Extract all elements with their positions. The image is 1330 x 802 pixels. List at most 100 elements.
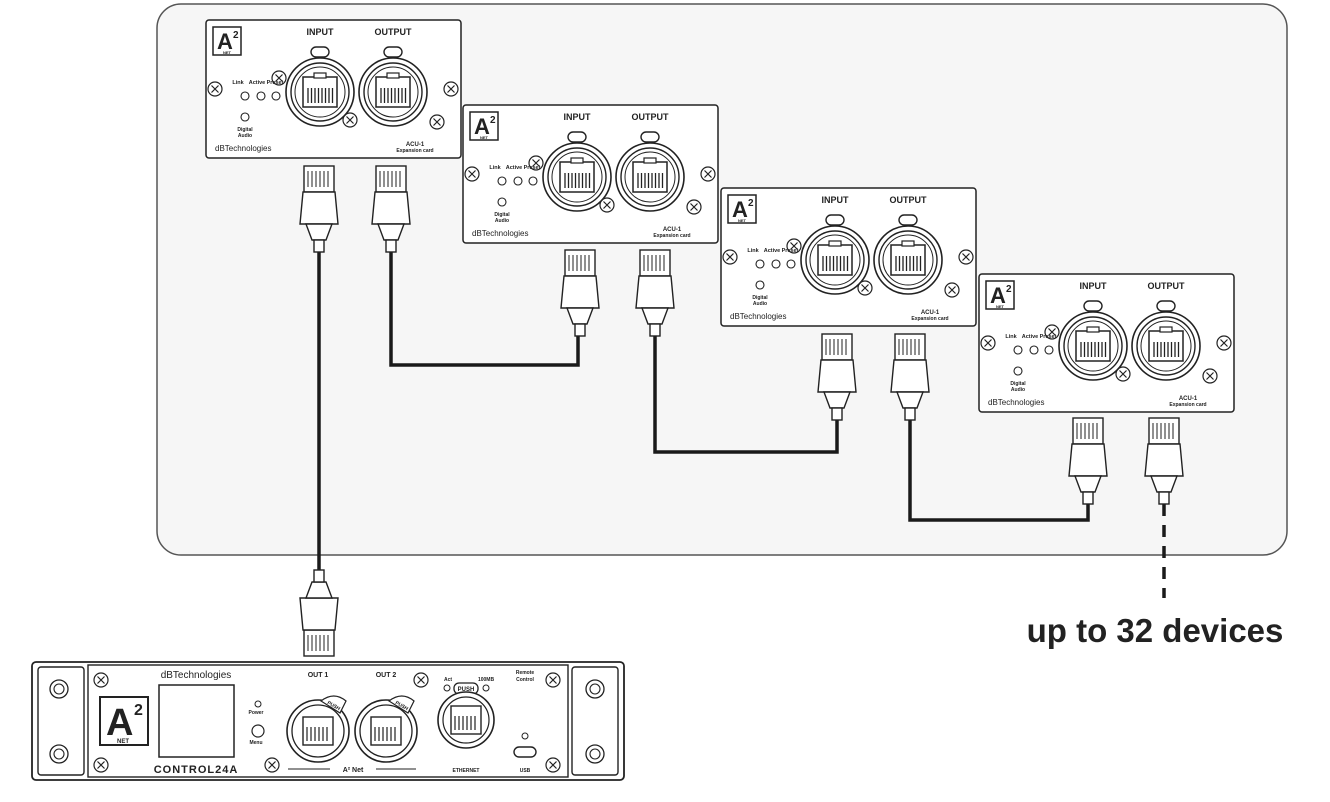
screw-icon — [429, 114, 445, 130]
led-preset — [1044, 345, 1054, 355]
audio-label: Audio — [753, 301, 767, 307]
audio-label: Audio — [238, 133, 252, 139]
power-led — [254, 700, 262, 708]
model-sub-label: Expansion card — [396, 148, 433, 154]
display-screen — [158, 684, 235, 758]
out2-connector[interactable]: PUSH — [354, 695, 418, 763]
menu-button[interactable] — [251, 724, 265, 738]
model-sub-label: Expansion card — [653, 233, 690, 239]
output-label: OUTPUT — [1148, 281, 1186, 291]
control-label: Control — [516, 677, 534, 683]
expansion-card-1: A 2 NET INPUT OUTPUT Link Active Preset — [205, 19, 462, 159]
speed-label: 100MB — [478, 677, 495, 683]
rj45-plug-icon — [371, 165, 411, 253]
a2-net-logo: A 2 NET — [727, 194, 757, 224]
led-label-active: Active — [1022, 334, 1039, 340]
speed-led — [482, 684, 490, 692]
led-label-link: Link — [1005, 334, 1017, 340]
screw-icon — [1115, 366, 1131, 382]
digital-label: Digital — [1010, 381, 1026, 387]
screw-icon — [93, 757, 109, 773]
output-connector — [873, 214, 943, 295]
led-active — [771, 259, 781, 269]
svg-text:2: 2 — [134, 702, 143, 719]
model-sub-label: Expansion card — [911, 316, 948, 322]
led-active — [1029, 345, 1039, 355]
led-preset — [528, 176, 538, 186]
screw-icon — [1044, 324, 1060, 340]
svg-text:PUSH: PUSH — [458, 687, 475, 693]
audio-label: Audio — [1011, 387, 1025, 393]
svg-text:NET: NET — [738, 218, 747, 223]
expansion-card-2: A 2 NET INPUT OUTPUT Link Active Preset — [462, 104, 719, 244]
rj45-plug-icon — [560, 249, 600, 337]
ethernet-connector[interactable]: PUSH — [437, 682, 495, 749]
screw-icon — [271, 70, 287, 86]
out2-label: OUT 2 — [376, 672, 397, 679]
led-label-active: Active — [249, 80, 266, 86]
out1-connector[interactable]: PUSH — [286, 695, 350, 763]
act-label: Act — [444, 677, 452, 683]
cable-card-2-to-card-3 — [653, 335, 839, 454]
screw-icon — [464, 166, 480, 182]
screw-icon — [545, 757, 561, 773]
screw-icon — [686, 199, 702, 215]
svg-text:NET: NET — [117, 739, 129, 745]
usb-port[interactable] — [513, 746, 537, 758]
svg-text:A: A — [732, 197, 748, 222]
input-label: INPUT — [1080, 281, 1108, 291]
output-label: OUTPUT — [375, 27, 413, 37]
brand-label: dBTechnologies — [472, 229, 528, 238]
screw-icon — [980, 335, 996, 351]
led-preset — [786, 259, 796, 269]
screw-icon — [413, 672, 429, 688]
led-label-active: Active — [764, 248, 781, 254]
input-connector — [800, 214, 870, 295]
model-sub-label: Expansion card — [1169, 402, 1206, 408]
model-label: ACU-1 — [663, 227, 682, 233]
digital-label: Digital — [494, 212, 510, 218]
rack-ear-right — [571, 666, 619, 776]
svg-text:NET: NET — [223, 50, 232, 55]
output-connector — [615, 131, 685, 212]
screw-icon — [264, 757, 280, 773]
input-label: INPUT — [564, 112, 592, 122]
digital-label: Digital — [752, 295, 768, 301]
cable-card-1-to-card-2 — [389, 250, 580, 367]
rack-hole-icon — [585, 679, 605, 699]
rj45-plug-icon — [299, 569, 339, 657]
led-digital-audio — [240, 112, 250, 122]
svg-text:A: A — [474, 114, 490, 139]
screw-icon — [786, 238, 802, 254]
led-link — [240, 91, 250, 101]
model-label: ACU-1 — [406, 142, 425, 148]
svg-text:NET: NET — [480, 135, 489, 140]
led-label-preset: Preset — [1040, 334, 1057, 340]
rj45-plug-icon — [1144, 417, 1184, 505]
svg-text:A: A — [217, 29, 233, 54]
led-active — [256, 91, 266, 101]
input-label: INPUT — [307, 27, 335, 37]
screw-icon — [958, 249, 974, 265]
led-label-link: Link — [232, 80, 244, 86]
rj45-plug-icon — [635, 249, 675, 337]
screw-icon — [857, 280, 873, 296]
expansion-card-3: A 2 NET INPUT OUTPUT Link Active Preset — [720, 187, 977, 327]
a2-net-logo: A 2 NET — [99, 696, 149, 746]
expansion-card-4: A 2 NET INPUT OUTPUT Link Active Preset — [978, 273, 1235, 413]
controller-brand: dBTechnologies — [161, 670, 232, 681]
led-digital-audio — [1013, 366, 1023, 376]
usb-indicator-icon — [521, 732, 529, 740]
screw-icon — [1202, 368, 1218, 384]
led-label-active: Active — [506, 165, 523, 171]
rack-hole-icon — [49, 679, 69, 699]
usb-label: USB — [520, 768, 531, 774]
out1-label: OUT 1 — [308, 672, 329, 679]
rack-hole-icon — [585, 744, 605, 764]
input-connector — [285, 46, 355, 127]
rj45-plug-icon — [299, 165, 339, 253]
ethernet-label: ETHERNET — [453, 768, 480, 774]
svg-text:2: 2 — [1006, 284, 1012, 295]
output-label: OUTPUT — [890, 195, 928, 205]
